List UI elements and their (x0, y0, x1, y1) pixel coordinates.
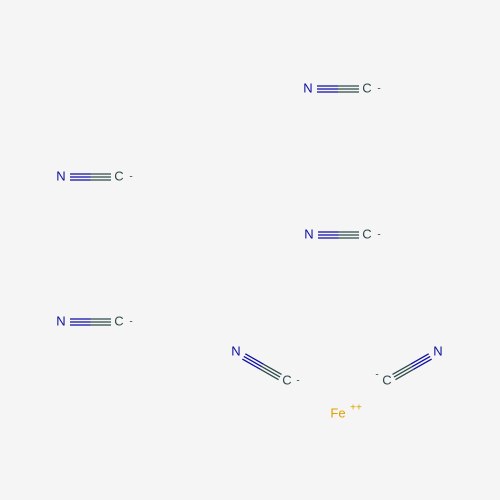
triple-bond-line-n (410, 353, 430, 365)
carbon-atom-label: C (114, 168, 123, 183)
carbon-atom-label: C (362, 226, 371, 241)
triple-bond-line-c (260, 368, 279, 381)
nitrogen-atom-label: N (303, 80, 312, 95)
triple-bond-line-n (242, 358, 261, 370)
charge-label: - (375, 370, 378, 381)
iron-ion: Fe ++ (330, 403, 362, 421)
charge-label: - (377, 84, 380, 95)
triple-bond-line-n (411, 355, 431, 368)
iron-charge-label: ++ (350, 403, 362, 414)
nitrogen-atom-label: N (304, 226, 313, 241)
charge-label: - (129, 172, 132, 183)
charge-label: - (377, 230, 380, 241)
triple-bond-line-n (244, 353, 264, 365)
carbon-atom-label: C (362, 80, 371, 95)
carbon-atom-label: C (114, 313, 123, 328)
carbon-atom-label: C (282, 372, 291, 387)
nitrogen-atom-label: N (56, 168, 65, 183)
cyanide-ion: N C- (231, 343, 299, 387)
triple-bond-line-c (395, 368, 414, 381)
nitrogen-atom-label: N (433, 343, 442, 358)
triple-bond-line-c (263, 363, 282, 376)
cyanide-ion: N C- (303, 80, 380, 95)
triple-bond-line-c (392, 363, 411, 376)
cyanide-ion: N C- (304, 226, 380, 241)
triple-bond-line-n (243, 355, 263, 368)
cyanide-ion: N C- (56, 313, 132, 328)
cyanide-ion: N C- (375, 343, 442, 387)
iron-atom-label: Fe (330, 405, 345, 420)
nitrogen-atom-label: N (56, 313, 65, 328)
triple-bond-line-c (261, 366, 281, 378)
charge-label: - (296, 376, 299, 387)
triple-bond-line-n (413, 358, 432, 370)
cyanide-ion: N C- (56, 168, 132, 183)
nitrogen-atom-label: N (231, 343, 240, 358)
triple-bond-line-c (393, 366, 413, 378)
carbon-atom-label: C (382, 372, 391, 387)
charge-label: - (129, 317, 132, 328)
